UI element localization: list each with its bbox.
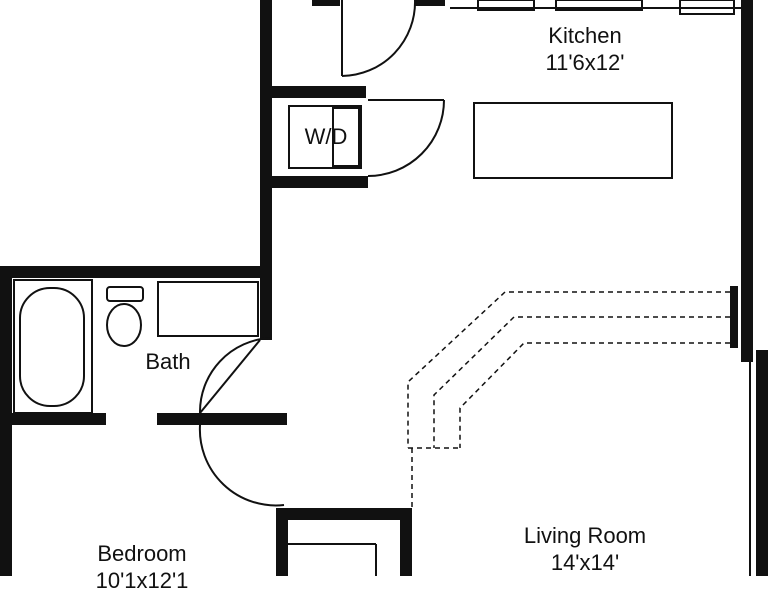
washer-dryer-label: W/D — [304, 124, 348, 149]
bath-door-arc — [198, 337, 271, 414]
kitchen-size: 11'6x12' — [545, 50, 625, 75]
living-label: Living Room 14'x14' — [500, 522, 670, 576]
bathtub-inner — [19, 287, 85, 407]
ceiling-line-outer — [407, 291, 730, 448]
bath-label: Bath — [118, 348, 218, 375]
wall-window-post — [730, 286, 738, 348]
vanity — [157, 281, 259, 337]
wall-closet-left — [276, 508, 288, 576]
ceiling-line-mid — [433, 316, 730, 448]
kitchen-island — [473, 102, 673, 179]
wall-wd-top — [272, 86, 366, 98]
bathtub — [13, 279, 93, 414]
wall-left-mid — [260, 180, 272, 340]
wall-top-left — [312, 0, 340, 6]
wall-closet-right — [400, 508, 412, 576]
bath-door — [199, 339, 261, 414]
wall-bath-top — [0, 266, 272, 278]
toilet-bowl — [106, 303, 142, 347]
wall-right-lower — [756, 350, 768, 576]
toilet-tank — [106, 286, 144, 302]
washer-dryer-inner — [332, 107, 360, 167]
wall-bath-bottom-right — [157, 413, 287, 425]
bedroom-door-arc — [198, 424, 285, 507]
kitchen-name: Kitchen — [548, 23, 622, 48]
living-size: 14'x14' — [550, 550, 620, 575]
ceiling-line-inner — [459, 342, 730, 448]
wall-bath-bottom-left — [0, 413, 106, 425]
range — [555, 0, 643, 11]
living-name: Living Room — [523, 523, 647, 548]
kitchen-label: Kitchen 11'6x12' — [500, 22, 670, 76]
wall-left-upper — [260, 0, 272, 190]
washer-dryer-box — [288, 105, 362, 169]
bedroom-size: 10'1x12'1 — [95, 568, 189, 593]
floor-plan — [0, 0, 768, 576]
bedroom-label: Bedroom 10'1x12'1 — [62, 540, 222, 594]
wd-door-arc — [367, 99, 445, 177]
bath-name: Bath — [145, 349, 191, 374]
wall-wd-bottom — [272, 176, 368, 188]
wall-closet-top — [276, 508, 412, 520]
wall-top-right — [415, 0, 445, 6]
wall-right-upper — [741, 0, 753, 362]
fridge — [679, 0, 735, 15]
entry-door-arc — [341, 0, 417, 77]
bedroom-name: Bedroom — [97, 541, 187, 566]
sink — [477, 0, 535, 11]
